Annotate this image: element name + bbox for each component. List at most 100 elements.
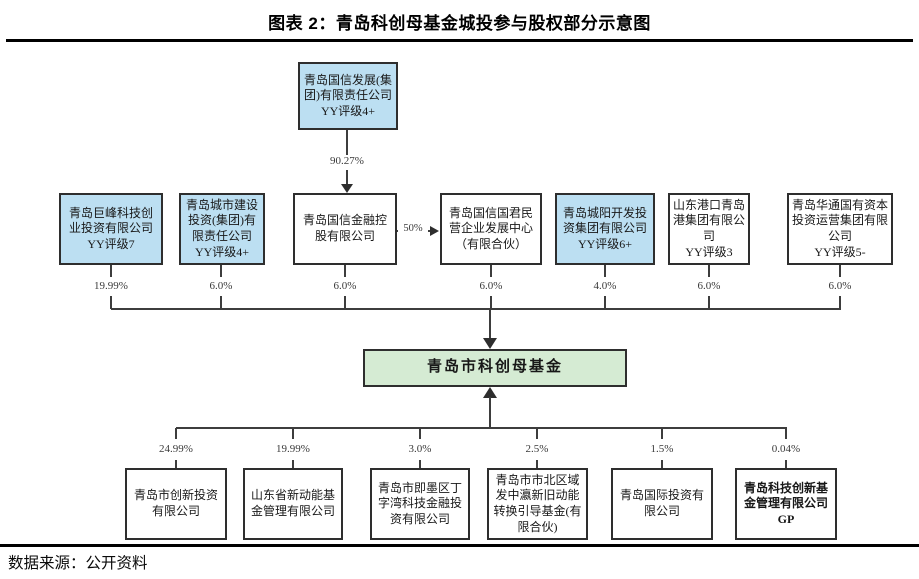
tick — [661, 460, 663, 468]
org-name: 青岛国信国君民营企业发展中心（有限合伙） — [448, 205, 533, 251]
org-node-shareholder-2: 青岛城市建设投资(集团)有限责任公司 YY评级4+ — [179, 193, 265, 265]
tick — [839, 265, 841, 277]
org-node-lp-1: 青岛市创新投资有限公司 — [125, 468, 227, 540]
connector-line — [346, 130, 348, 155]
tick — [419, 428, 421, 439]
stake-label: 0.04% — [771, 443, 801, 455]
tick — [292, 428, 294, 439]
org-node-lp-3: 青岛市即墨区丁字湾科技金融投资有限公司 — [370, 468, 470, 540]
stake-label: 6.0% — [209, 280, 233, 292]
stake-label: 1.5% — [650, 443, 674, 455]
stake-connector-2: 6.0% — [191, 265, 251, 309]
org-role: GP — [777, 511, 795, 526]
tick — [220, 296, 222, 309]
stake-label: 6.0% — [333, 280, 357, 292]
connector-line — [489, 397, 491, 428]
stake-connector-lp-2: 19.99% — [263, 428, 323, 468]
stake-label: 19.99% — [276, 443, 310, 455]
stake-label-parent: 90.27% — [312, 155, 382, 167]
tick — [536, 428, 538, 439]
org-name: 青岛国信金融控股有限公司 — [302, 213, 387, 243]
stake-label: 2.5% — [525, 443, 549, 455]
org-name: 青岛市即墨区丁字湾科技金融投资有限公司 — [377, 480, 462, 526]
org-name: 青岛城阳开发投资集团有限公司 — [562, 205, 647, 236]
org-rating: YY评级4+ — [320, 103, 376, 118]
stake-label: 24.99% — [159, 443, 193, 455]
stake-label: 19.99% — [94, 280, 128, 292]
org-name: 青岛国际投资有限公司 — [619, 488, 704, 518]
org-node-lp-6-gp: 青岛科技创新基金管理有限公司 GP — [735, 468, 837, 540]
tick — [604, 296, 606, 309]
stake-label: 3.0% — [408, 443, 432, 455]
tick — [536, 460, 538, 468]
stake-connector-7: 6.0% — [810, 265, 870, 309]
stake-label: 4.0% — [593, 280, 617, 292]
figure-title: 图表 2：青岛科创母基金城投参与股权部分示意图 — [268, 14, 651, 33]
org-rating: YY评级7 — [87, 236, 135, 251]
stake-connector-lp-5: 1.5% — [632, 428, 692, 468]
arrow-down-icon — [341, 184, 353, 193]
stake-label: 6.0% — [697, 280, 721, 292]
arrow-right-icon — [430, 226, 439, 236]
stake-label: 6.0% — [479, 280, 503, 292]
org-name: 山东省新动能基金管理有限公司 — [250, 488, 335, 518]
org-node-lp-5: 青岛国际投资有限公司 — [611, 468, 713, 540]
tick — [661, 428, 663, 439]
tick — [110, 265, 112, 277]
bus-line-top — [111, 308, 841, 310]
org-name: 山东港口青岛港集团有限公司 — [673, 197, 746, 243]
org-node-lp-4: 青岛市市北区域发中瀛新旧动能转换引导基金(有限合伙) — [487, 468, 588, 540]
arrow-down-icon — [483, 338, 497, 349]
org-name: 青岛市市北区域发中瀛新旧动能转换引导基金(有限合伙) — [493, 472, 582, 534]
tick — [785, 460, 787, 468]
stake-connector-1: 19.99% — [81, 265, 141, 309]
connector-line — [489, 309, 491, 339]
org-node-shareholder-1: 青岛巨峰科技创业投资有限公司 YY评级7 — [59, 193, 163, 265]
org-node-shareholder-4: 青岛国信国君民营企业发展中心（有限合伙） — [440, 193, 542, 265]
stake-label-cross: 50% — [398, 223, 428, 234]
org-name: 青岛科技创新基金管理有限公司 — [743, 480, 828, 511]
stake-connector-5: 4.0% — [575, 265, 635, 309]
tick — [839, 296, 841, 309]
tick — [175, 460, 177, 468]
tick — [490, 296, 492, 309]
org-name: 青岛国信发展(集团)有限责任公司 — [304, 72, 392, 103]
org-name: 青岛巨峰科技创业投资有限公司 — [68, 205, 153, 236]
tick — [419, 460, 421, 468]
data-source-note: 数据来源：公开资料 — [8, 555, 148, 572]
org-name: 青岛城市建设投资(集团)有限责任公司 — [185, 197, 258, 243]
org-node-shareholder-3: 青岛国信金融控股有限公司 — [293, 193, 397, 265]
stake-connector-lp-1: 24.99% — [146, 428, 206, 468]
stake-connector-4: 6.0% — [461, 265, 521, 309]
connector-line — [346, 170, 348, 185]
org-name: 青岛市创新投资有限公司 — [133, 488, 218, 518]
org-rating: YY评级3 — [685, 244, 733, 259]
org-node-lp-2: 山东省新动能基金管理有限公司 — [243, 468, 343, 540]
tick — [175, 428, 177, 439]
tick — [708, 296, 710, 309]
stake-connector-3: 6.0% — [315, 265, 375, 309]
stake-connector-lp-6: 0.04% — [756, 428, 816, 468]
bus-line-bottom — [176, 427, 787, 429]
org-name: 青岛市科创母基金 — [426, 359, 563, 376]
org-name: 青岛华通国有资本投资运营集团有限公司 — [792, 197, 889, 243]
org-node-shareholder-7: 青岛华通国有资本投资运营集团有限公司 YY评级5- — [787, 193, 893, 265]
tick — [220, 265, 222, 277]
tick — [344, 265, 346, 277]
tick — [708, 265, 710, 277]
org-rating: YY评级6+ — [577, 236, 633, 251]
org-node-shareholder-6: 山东港口青岛港集团有限公司 YY评级3 — [668, 193, 750, 265]
org-node-shareholder-5: 青岛城阳开发投资集团有限公司 YY评级6+ — [555, 193, 655, 265]
tick — [110, 296, 112, 309]
footer-separator-line — [0, 544, 919, 547]
org-node-fund: 青岛市科创母基金 — [363, 349, 627, 387]
stake-connector-6: 6.0% — [679, 265, 739, 309]
tick — [604, 265, 606, 277]
tick — [292, 460, 294, 468]
tick — [785, 428, 787, 439]
tick — [344, 296, 346, 309]
tick — [490, 265, 492, 277]
org-node-parent: 青岛国信发展(集团)有限责任公司 YY评级4+ — [298, 62, 398, 130]
org-rating: YY评级5- — [814, 244, 866, 259]
